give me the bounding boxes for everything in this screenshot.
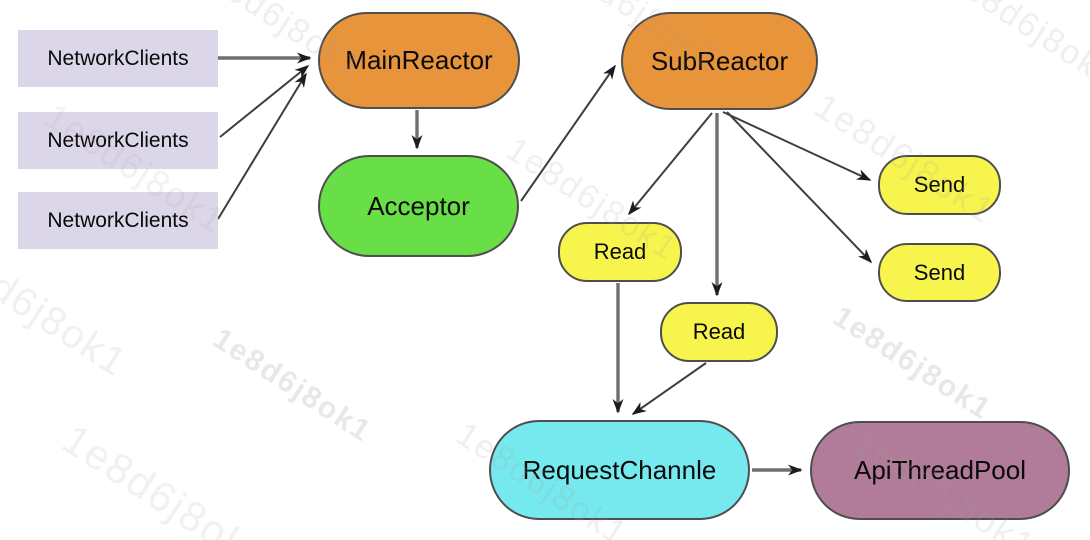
edge-acceptor-subreactor [520, 64, 616, 202]
node-main-reactor-label: MainReactor [345, 45, 493, 75]
node-send-2: Send [878, 243, 1001, 302]
node-network-clients-1: NetworkClients [18, 30, 218, 87]
edge-subreactor-send1 [722, 111, 872, 181]
edge-subreactor-read1 [628, 112, 713, 216]
node-read-1: Read [558, 222, 682, 282]
node-network-clients-1-label: NetworkClients [47, 46, 189, 70]
edge-read2-requestchannel [631, 362, 707, 415]
node-acceptor: Acceptor [318, 155, 519, 257]
node-request-channel: RequestChannle [489, 420, 750, 520]
node-read-2-label: Read [692, 319, 746, 344]
node-api-thread-pool: ApiThreadPool [810, 421, 1070, 520]
node-read-2: Read [660, 302, 778, 362]
node-send-1: Send [878, 155, 1001, 215]
node-main-reactor: MainReactor [318, 12, 520, 109]
node-sub-reactor: SubReactor [621, 12, 818, 110]
node-network-clients-3-label: NetworkClients [47, 208, 189, 232]
node-read-1-label: Read [593, 239, 647, 264]
node-send-1-label: Send [913, 172, 966, 197]
node-api-thread-pool-label: ApiThreadPool [854, 455, 1026, 485]
edge-networkclients3-mainreactor [217, 72, 307, 220]
node-network-clients-2-label: NetworkClients [47, 128, 189, 152]
edge-subreactor-send2 [726, 111, 873, 264]
node-acceptor-label: Acceptor [367, 190, 470, 221]
node-send-2-label: Send [913, 259, 966, 285]
edge-networkclients2-mainreactor [219, 65, 310, 138]
node-network-clients-3: NetworkClients [18, 192, 218, 249]
node-request-channel-label: RequestChannle [522, 454, 717, 485]
node-sub-reactor-label: SubReactor [650, 45, 789, 76]
node-network-clients-2: NetworkClients [18, 112, 218, 169]
